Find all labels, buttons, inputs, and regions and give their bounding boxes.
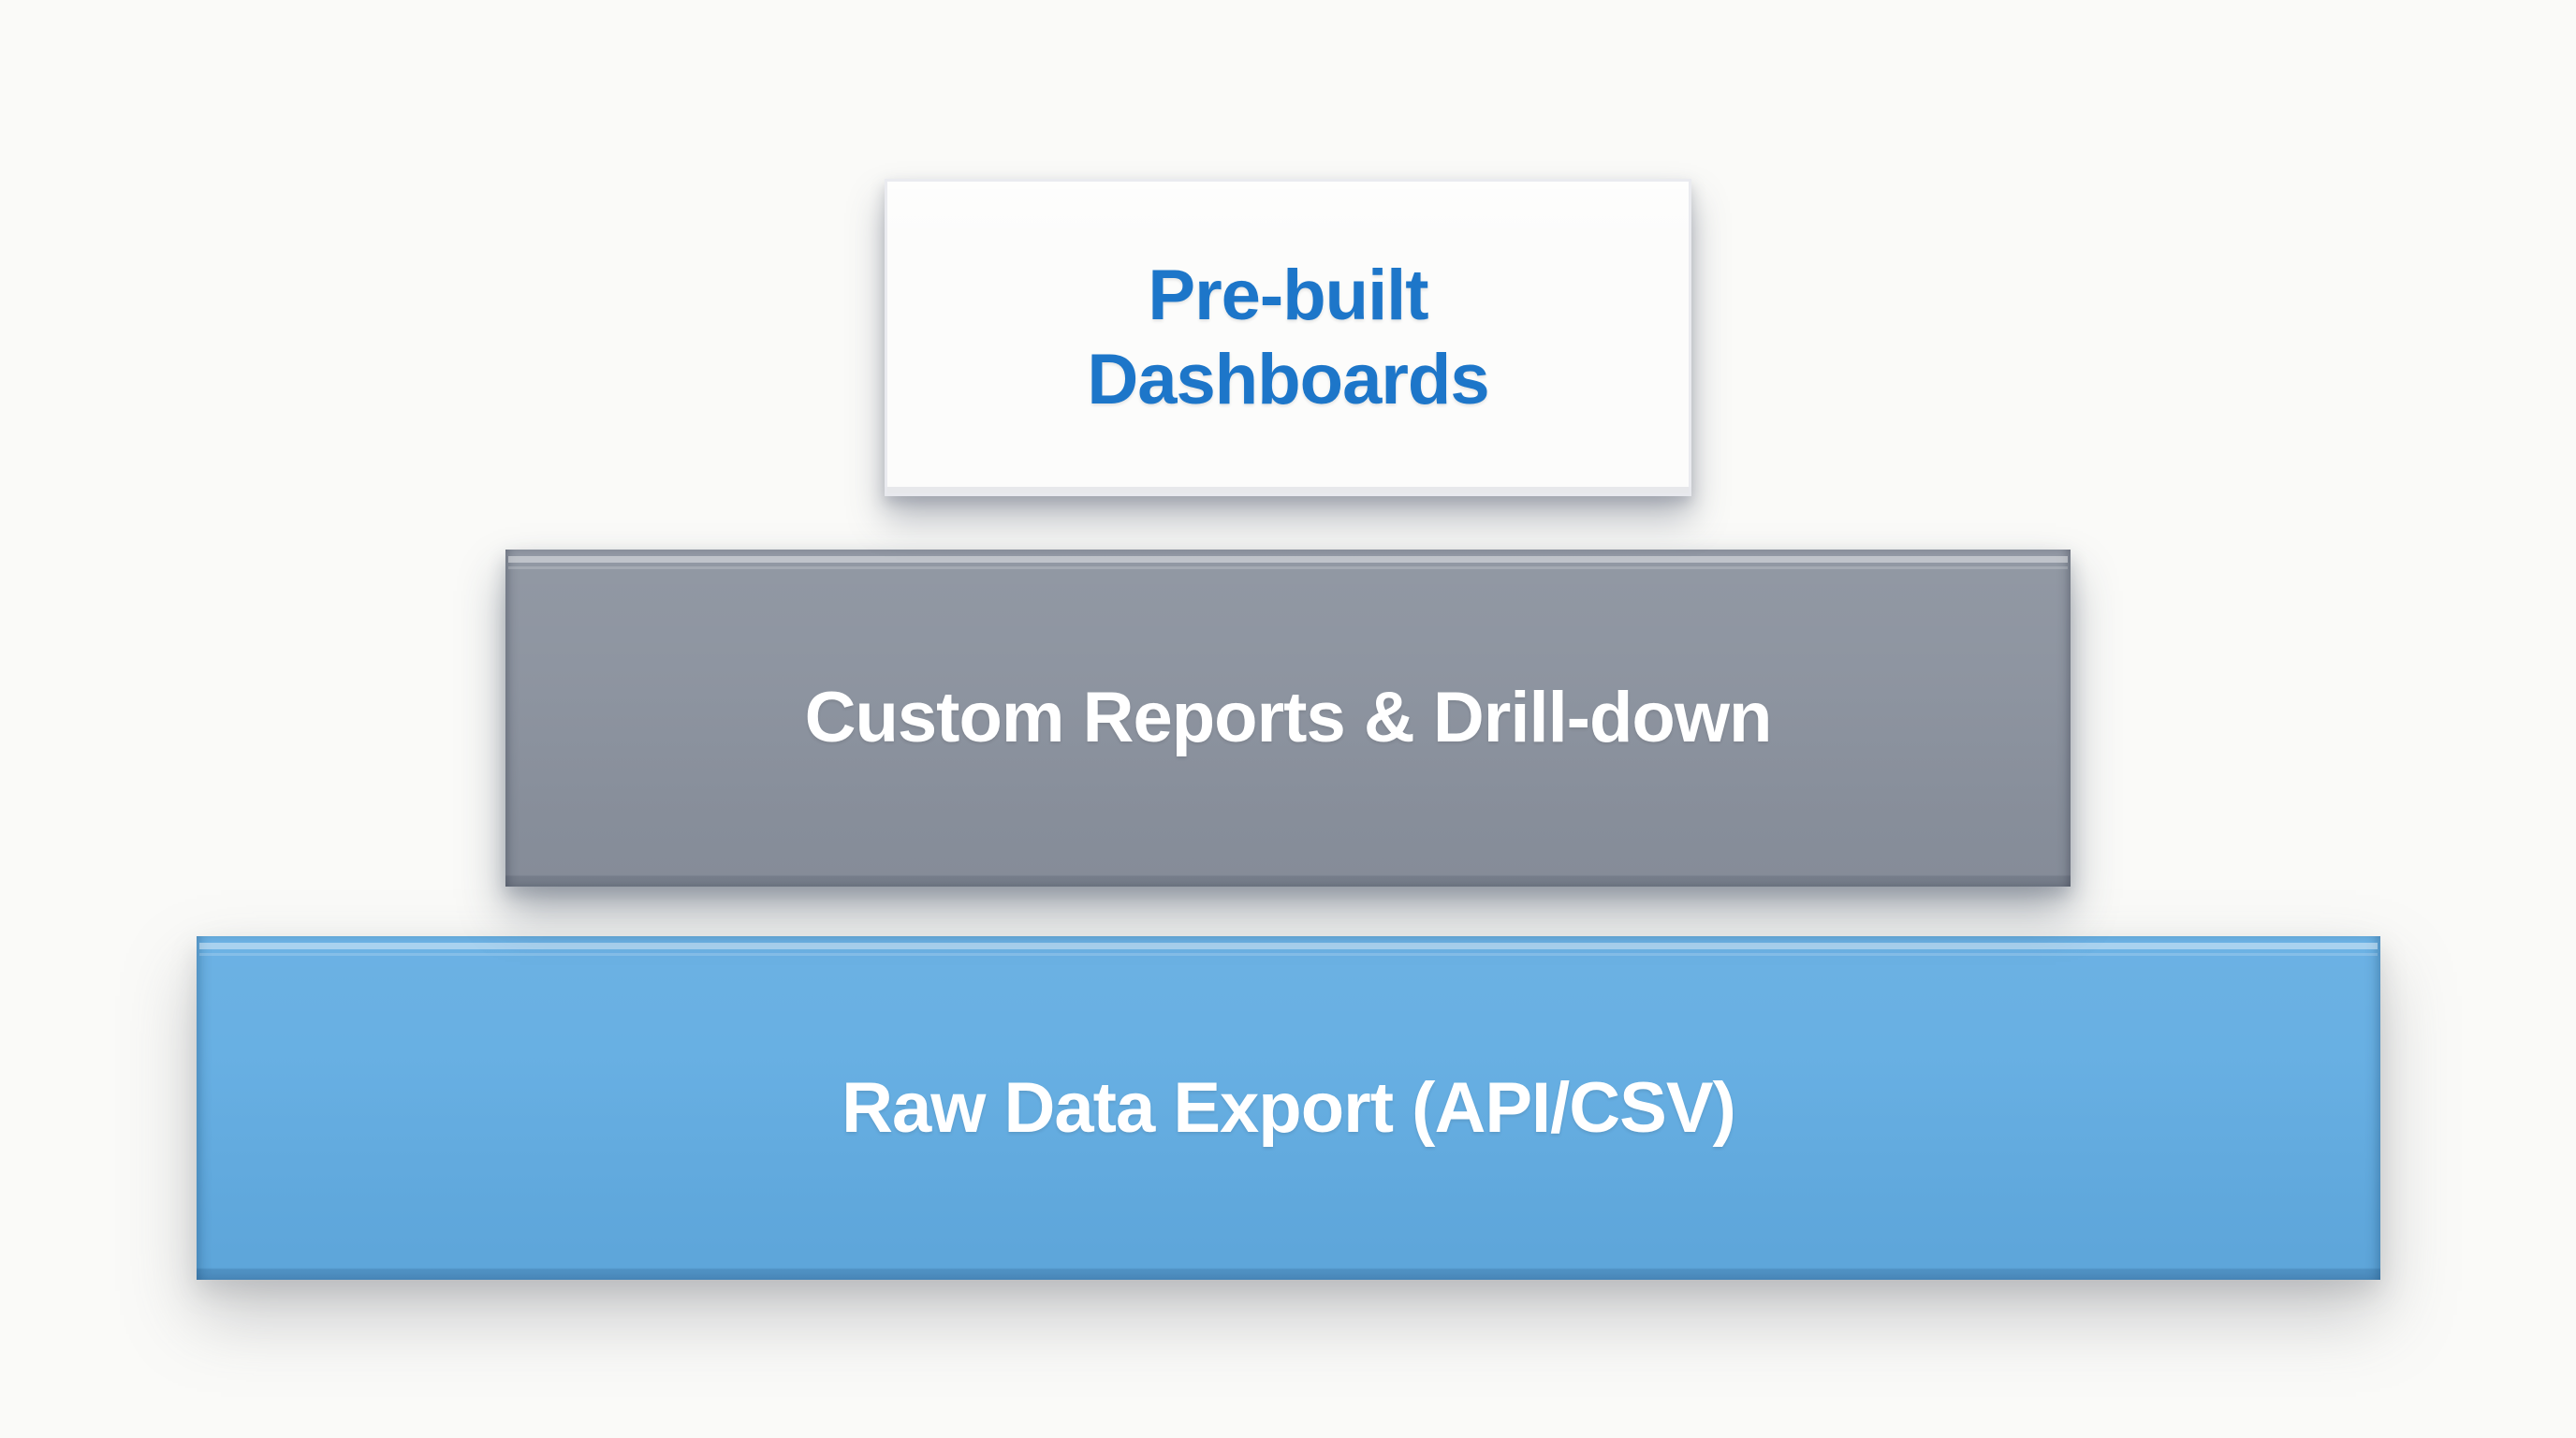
tier-pre-built-dashboards-label: Pre-built Dashboards (1087, 254, 1489, 421)
tier-pre-built-dashboards-label-line1: Pre-built (1148, 255, 1428, 335)
tier-custom-reports-front-face: Custom Reports & Drill-down (505, 550, 2071, 887)
tier-pre-built-dashboards-label-line2: Dashboards (1087, 339, 1489, 419)
tier-custom-reports-label: Custom Reports & Drill-down (804, 678, 1773, 758)
tier-pre-built-dashboards-front-face: Pre-built Dashboards (885, 179, 1691, 496)
tier-raw-data-export-label: Raw Data Export (API/CSV) (842, 1067, 1736, 1148)
tier-raw-data-export-front-face: Raw Data Export (API/CSV) (197, 936, 2380, 1280)
